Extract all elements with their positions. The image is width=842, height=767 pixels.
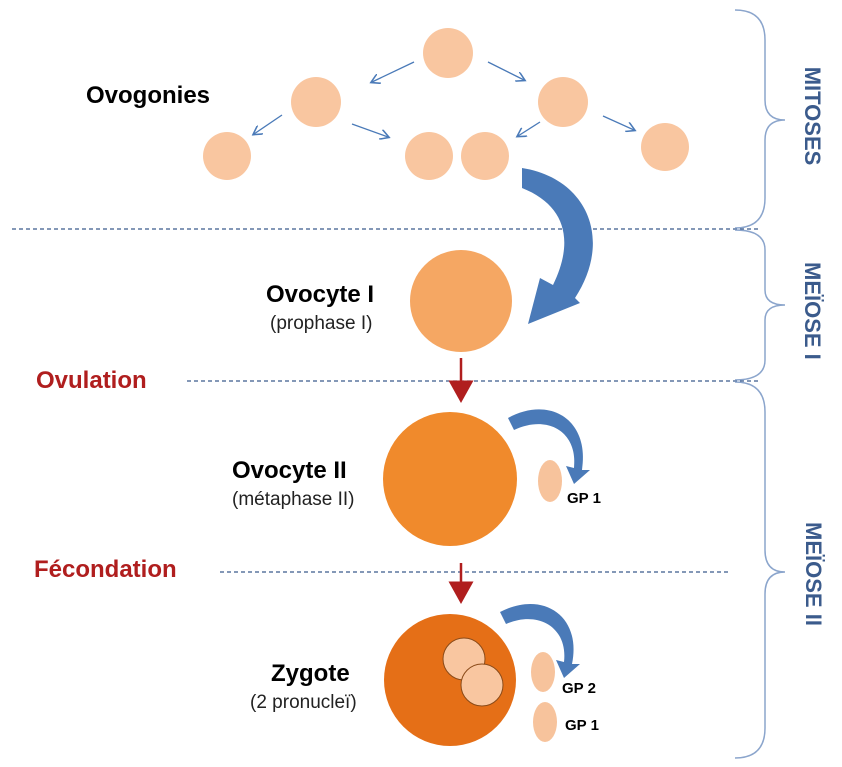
ovogonie-cell [405, 132, 453, 180]
ovogonie-cell [423, 28, 473, 78]
gp1-label-zygote: GP 1 [565, 717, 599, 734]
brace-meiose2 [734, 381, 786, 759]
fecondation-label: Fécondation [34, 556, 177, 583]
ovocyte1-label: Ovocyte I [266, 281, 375, 308]
polar-body-gp2 [531, 652, 555, 692]
polar-body-gp1 [538, 460, 562, 502]
pronucleus [460, 663, 504, 707]
mitosis-arrow [602, 115, 634, 130]
brace-meiose1 [734, 229, 786, 381]
meiose2-phase-label: MEÏOSE II [801, 522, 826, 626]
ovocyte1-cell [410, 250, 512, 352]
gp1-label-ovocyte2: GP 1 [567, 490, 601, 507]
ovogonies-label: Ovogonies [86, 82, 211, 109]
mitoses-phase-label: MITOSES [800, 66, 825, 166]
mitosis-arrow [351, 123, 388, 137]
zygote-label: Zygote [271, 660, 350, 687]
polar-body-gp1 [533, 702, 557, 742]
growth-arrow [522, 168, 593, 324]
zygote-cell [384, 614, 516, 746]
mitosis-arrow [372, 61, 415, 82]
ovocyte2-phase: (métaphase II) [232, 489, 355, 510]
ovogonie-cell [641, 123, 689, 171]
brace-mitoses [734, 9, 786, 229]
polar-body-arrow [500, 603, 580, 678]
mitosis-arrow [487, 61, 524, 80]
ovogonie-cell [538, 77, 588, 127]
ovocyte1-phase: (prophase I) [270, 313, 373, 334]
mitosis-arrow [254, 114, 283, 134]
ovogonie-cell [461, 132, 509, 180]
zygote-phase: (2 pronucleï) [250, 692, 357, 713]
ovogonie-cell [291, 77, 341, 127]
gp2-label: GP 2 [562, 680, 596, 697]
mitosis-arrow [518, 121, 541, 136]
ovulation-label: Ovulation [36, 367, 147, 394]
ovocyte2-cell [383, 412, 517, 546]
meiose1-phase-label: MEÏOSE I [800, 262, 825, 360]
ovocyte2-label: Ovocyte II [232, 457, 347, 484]
ovogonie-cell [203, 132, 251, 180]
polar-body-arrow [508, 409, 590, 484]
